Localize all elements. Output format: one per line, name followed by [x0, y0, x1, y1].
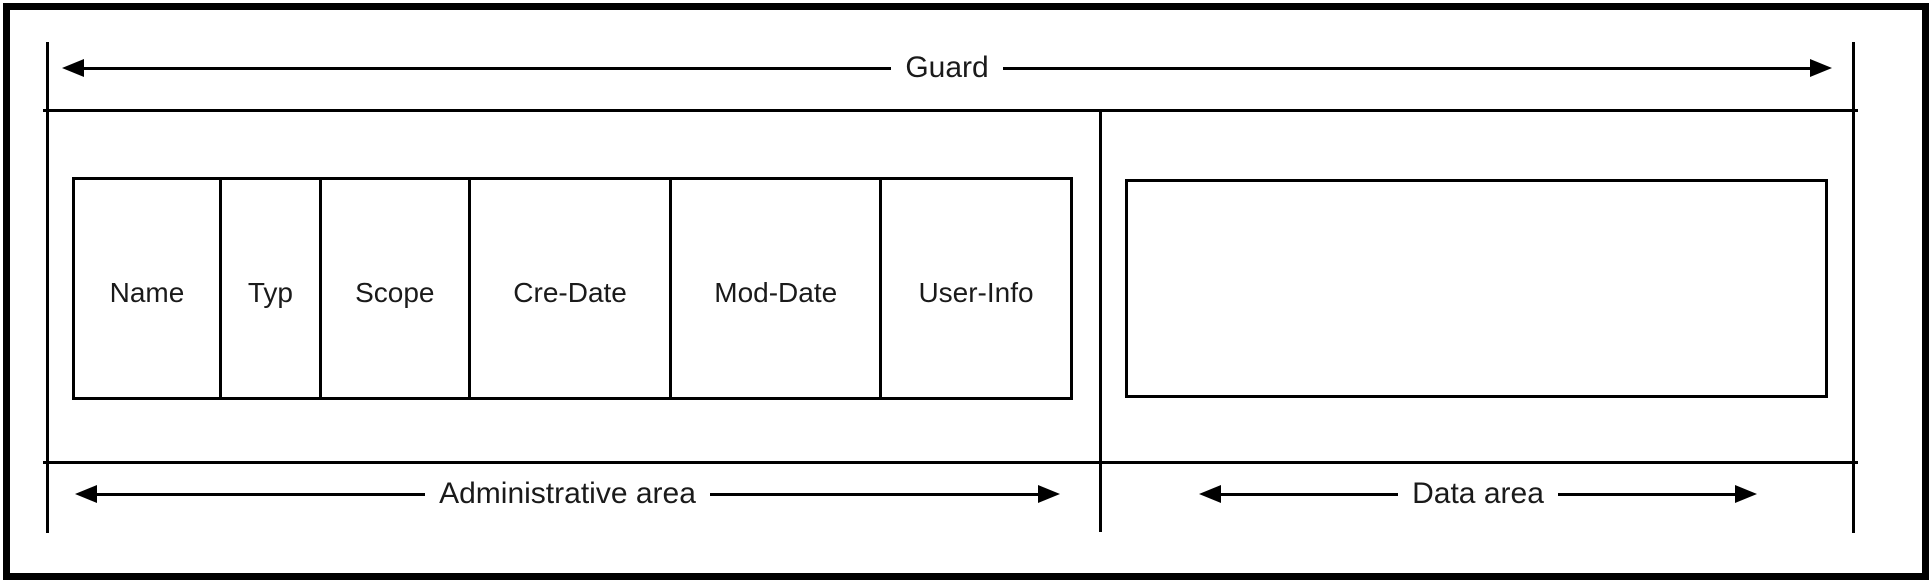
footer-separator-line	[43, 461, 1858, 464]
field-label: Cre-Date	[513, 276, 627, 308]
admin-area-span-arrow: Administrative area	[75, 476, 1060, 512]
arrow-shaft	[1002, 66, 1811, 70]
admin-field-cell-cre-date: Cre-Date	[467, 180, 670, 397]
admin-area-label: Administrative area	[439, 477, 696, 510]
right-boundary-line	[1852, 42, 1855, 533]
guard-span-arrow: Guard	[62, 50, 1833, 86]
left-arrowhead-icon	[75, 485, 97, 503]
right-arrowhead-icon	[1735, 485, 1757, 503]
left-boundary-line	[46, 42, 49, 533]
field-label: Scope	[355, 276, 435, 308]
right-arrowhead-icon	[1810, 59, 1833, 77]
field-label: Name	[109, 276, 185, 308]
area-divider-line	[1099, 110, 1102, 532]
admin-field-cell-scope: Scope	[318, 180, 468, 397]
arrow-shaft	[1557, 492, 1735, 496]
left-arrowhead-icon	[1199, 485, 1221, 503]
arrow-shaft	[84, 66, 892, 70]
outer-border	[3, 3, 1929, 580]
guard-separator-line	[43, 109, 1858, 112]
admin-field-cell-name: Name	[75, 180, 219, 397]
admin-field-cell-typ: Typ	[218, 180, 319, 397]
admin-field-cell-mod-date: Mod-Date	[669, 180, 879, 397]
left-arrowhead-icon	[62, 59, 84, 77]
arrow-shaft	[709, 492, 1038, 496]
field-label: Typ	[247, 276, 293, 308]
arrow-shaft	[1221, 492, 1399, 496]
arrow-shaft	[97, 492, 426, 496]
right-arrowhead-icon	[1038, 485, 1060, 503]
data-area-label: Data area	[1412, 477, 1544, 510]
field-label: Mod-Date	[714, 276, 838, 308]
field-label: User-Info	[918, 276, 1034, 308]
admin-field-cell-user-info: User-Info	[879, 180, 1070, 397]
admin-fields-table: Name Typ Scope Cre-Date Mod-Date User-In…	[72, 177, 1073, 400]
data-area-span-arrow: Data area	[1199, 476, 1757, 512]
guard-label: Guard	[905, 51, 989, 84]
data-area-box	[1125, 179, 1828, 398]
